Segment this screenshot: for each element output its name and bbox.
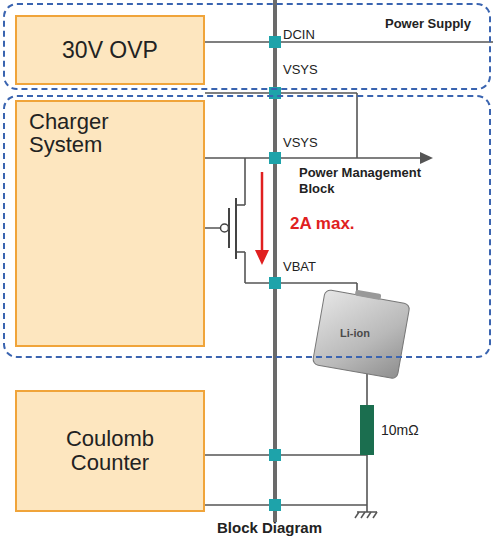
dashed-region: Power Management Block Charger System: [3, 95, 491, 358]
li-ion-battery: [312, 284, 411, 379]
dashed-region: Power Supply 30V OVP: [3, 3, 491, 90]
caption: Block Diagram: [217, 519, 322, 536]
box-label: Coulomb Counter: [25, 427, 195, 475]
current-arrow-head: [255, 250, 269, 265]
arrow-head: [420, 152, 433, 164]
signal-name: VBAT: [283, 259, 316, 274]
ground-symbol: [355, 512, 377, 518]
box-label: Charger System: [29, 110, 139, 156]
box-label: 30V OVP: [62, 37, 158, 64]
region-title: Power Supply: [385, 16, 471, 31]
bus-line: [273, 0, 277, 522]
region-title: Power Management Block: [299, 165, 434, 198]
process-box: Charger System: [15, 100, 205, 347]
process-box: 30V OVP: [15, 15, 205, 85]
signal-name: VSYS: [283, 135, 318, 150]
signal-name: DCIN: [283, 27, 315, 42]
signal-name: VSYS: [283, 62, 318, 77]
current-note: 2A max.: [290, 214, 355, 234]
junction-squares: [269, 36, 281, 511]
resistor-value: 10mΩ: [381, 422, 419, 438]
current-arrow: [261, 172, 264, 252]
battery-label: Li-ion: [340, 327, 370, 339]
pmos-transistor: [221, 198, 237, 259]
process-box: Coulomb Counter: [15, 390, 205, 512]
resistor-symbol: [360, 405, 374, 455]
